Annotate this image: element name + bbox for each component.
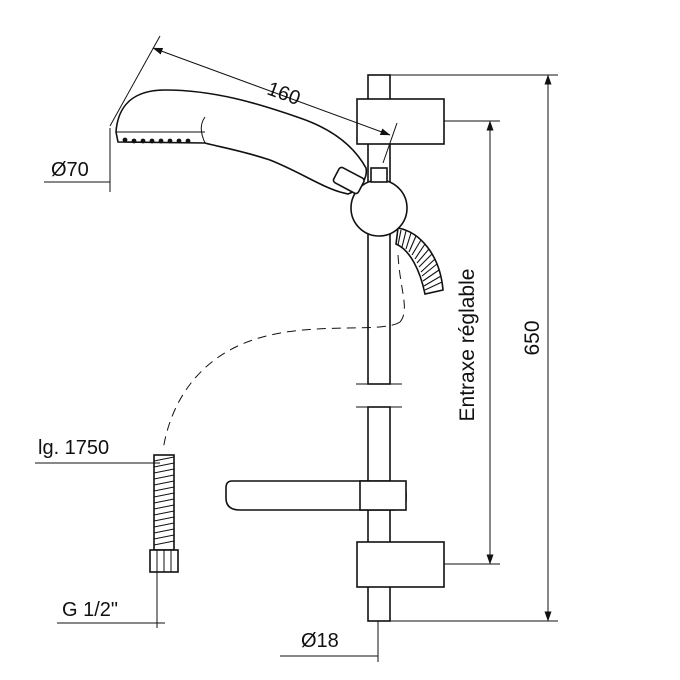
head-diameter-label: Ø70: [51, 159, 89, 181]
dimension-total-height: 650: [390, 74, 558, 622]
upper-wall-bracket: [356, 98, 445, 145]
dimension-hose-length: lg. 1750: [35, 437, 160, 464]
hose-routing-dashed-upper: [397, 254, 405, 323]
hose-length-label: lg. 1750: [38, 437, 109, 459]
hand-shower-connector: [332, 166, 365, 195]
dimension-head-diameter: Ø70: [44, 128, 111, 192]
holder-clip: [370, 167, 388, 183]
hose-lower-section: [149, 454, 179, 573]
lower-wall-bracket: [356, 541, 445, 588]
hose-routing-dashed: [162, 321, 401, 451]
soap-dish: [225, 480, 407, 511]
riser-bar-lower: [367, 406, 391, 622]
thread-label: G 1/2": [62, 599, 118, 621]
bar-diameter-label: Ø18: [301, 630, 339, 652]
adjustable-spacing-label: Entraxe réglable: [456, 269, 479, 422]
total-height-label: 650: [521, 320, 544, 355]
riser-bar: [356, 74, 402, 622]
hose-upper-section: [395, 227, 444, 295]
shower-holder: [350, 167, 408, 237]
head-length-label: 160: [264, 78, 303, 110]
hand-shower: [115, 89, 368, 195]
dimension-bar-diameter: Ø18: [280, 621, 379, 662]
dimension-adjustable-spacing: Entraxe réglable: [444, 120, 500, 565]
soap-dish-clamp: [359, 480, 407, 511]
dimension-thread: G 1/2": [57, 572, 165, 628]
